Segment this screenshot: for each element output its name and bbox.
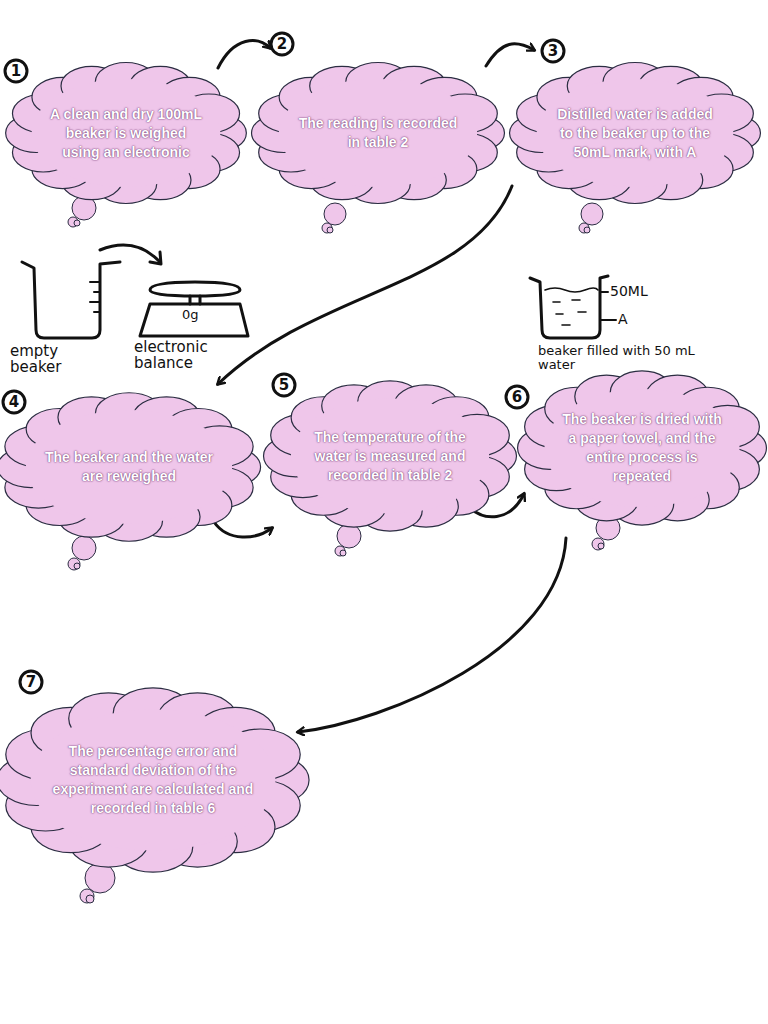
- cloud-node: The beaker and the water are reweighed: [0, 388, 258, 546]
- flow-arrow: [218, 41, 270, 68]
- cloud-text-group: The percentage error and standard deviat…: [49, 742, 257, 818]
- sketch-label: 50ML: [610, 284, 648, 299]
- cloud-node: The reading is recorded in table 2: [254, 58, 502, 208]
- step-text: The reading is recorded in table 2: [294, 114, 463, 152]
- cloud-node: Distilled water is added to the beaker u…: [512, 58, 758, 208]
- cloud-outline: [254, 58, 502, 208]
- cloud-text-group: The beaker and the water are reweighed: [41, 448, 216, 486]
- step-text: The beaker and the water are reweighed: [41, 448, 216, 486]
- step-text: The temperature of the water is measured…: [306, 428, 475, 485]
- cloud-text-group: The reading is recorded in table 2: [294, 114, 463, 152]
- cloud-outline: [520, 366, 764, 530]
- callout-number: 1: [5, 60, 27, 82]
- cloud-text-group: The temperature of the water is measured…: [306, 428, 475, 485]
- step-text: The beaker is dried with a paper towel, …: [559, 410, 725, 486]
- cloud-text-group: The beaker is dried with a paper towel, …: [559, 410, 725, 486]
- callout-number: 5: [273, 374, 295, 396]
- step-text: The percentage error and standard deviat…: [49, 742, 257, 818]
- cloud-node: A clean and dry 100mL beaker is weighed …: [8, 58, 244, 208]
- sketch-label: beaker filled with 50 mL water: [538, 344, 708, 371]
- step-text: A clean and dry 100mL beaker is weighed …: [46, 105, 206, 162]
- sketch-label: electronic balance: [134, 340, 244, 372]
- sketch-label: empty beaker: [10, 344, 90, 376]
- cloud-node: The percentage error and standard deviat…: [0, 682, 306, 878]
- flow-arrow: [218, 186, 512, 384]
- flow-arrow: [214, 522, 272, 537]
- callout-number: 7: [20, 671, 42, 693]
- cloud-text-group: Distilled water is added to the beaker u…: [551, 105, 718, 162]
- sketch-label: 0g: [182, 308, 199, 322]
- sketch-label: A: [618, 312, 628, 327]
- cloud-text-group: A clean and dry 100mL beaker is weighed …: [46, 105, 206, 162]
- callout-number: 4: [3, 391, 25, 413]
- callout-number: 2: [271, 33, 293, 55]
- cloud-outline: [0, 682, 306, 878]
- cloud-outline: [0, 388, 258, 546]
- cloud-node: The temperature of the water is measured…: [266, 376, 514, 536]
- flow-arrow: [486, 44, 534, 66]
- cloud-node: The beaker is dried with a paper towel, …: [520, 366, 764, 530]
- callout-number: 3: [542, 40, 564, 62]
- callout-number: 6: [506, 386, 528, 408]
- flow-arrow: [298, 538, 566, 732]
- step-text: Distilled water is added to the beaker u…: [551, 105, 718, 162]
